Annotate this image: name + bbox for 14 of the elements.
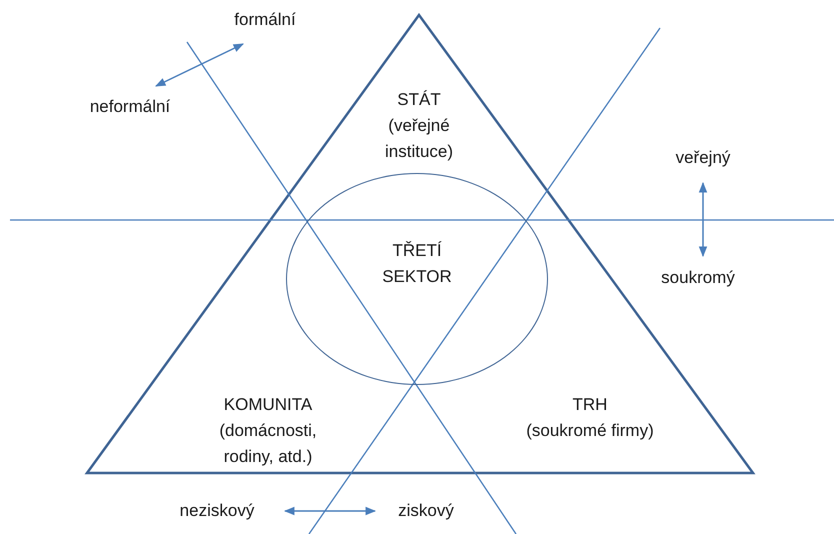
sector-description: (veřejné instituce): [384, 115, 454, 163]
sector-description: (domácnosti, rodiny, atd.): [218, 420, 318, 468]
axis-label: soukromý: [661, 268, 735, 288]
axis-label: formální: [234, 10, 296, 30]
third-sector-circle: [286, 173, 548, 385]
axis-label: neziskový: [180, 501, 254, 521]
sector-title: TRH: [572, 394, 608, 416]
axis-label: veřejný: [676, 148, 730, 168]
sector-title: KOMUNITA: [224, 394, 312, 416]
sector-title: STÁT: [397, 89, 441, 111]
axis-label: neformální: [90, 97, 170, 117]
sector-description: (soukromé firmy): [526, 420, 654, 442]
sector-title: TŘETÍ SEKTOR: [381, 240, 453, 288]
axis-label: ziskový: [398, 501, 454, 521]
